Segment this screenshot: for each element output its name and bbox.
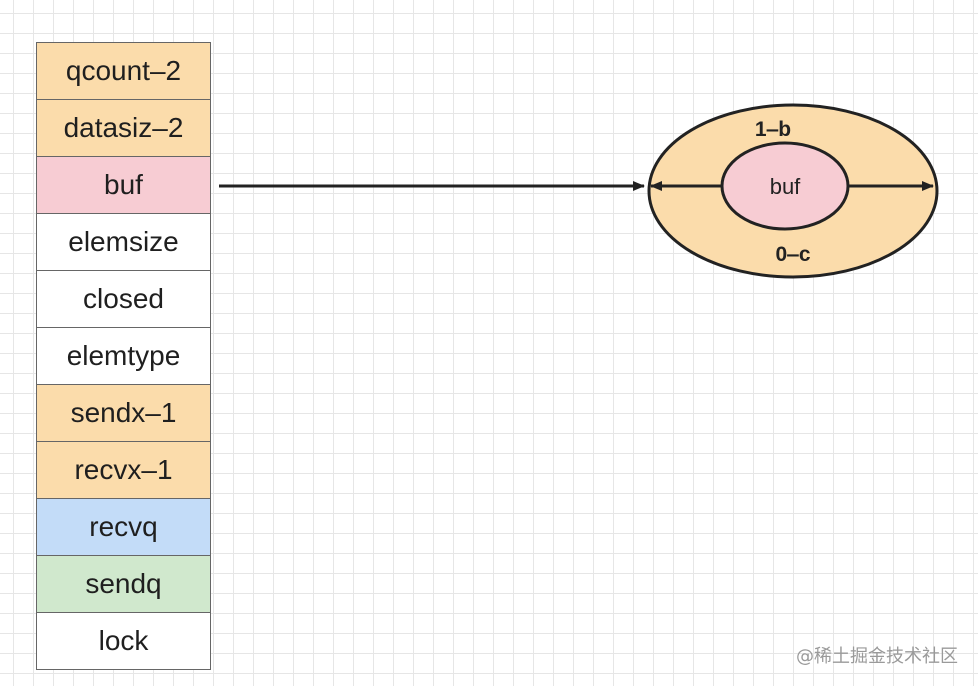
struct-field-3: elemsize: [36, 214, 211, 271]
struct-field-4: closed: [36, 271, 211, 328]
struct-field-10: lock: [36, 613, 211, 670]
struct-field-7: recvx‒1: [36, 442, 211, 499]
struct-field-5: elemtype: [36, 328, 211, 385]
struct-field-9: sendq: [36, 556, 211, 613]
ring-buffer-inner-ellipse: [720, 141, 850, 231]
ring-bottom-label: 0‒c: [775, 243, 810, 266]
watermark: @稀土掘金技术社区: [796, 646, 958, 667]
ring-center-label: buf: [770, 174, 801, 199]
struct-field-6: sendx‒1: [36, 385, 211, 442]
struct-field-8: recvq: [36, 499, 211, 556]
struct-field-2: buf: [36, 157, 211, 214]
ring-top-label: 1‒b: [755, 118, 791, 141]
struct-field-0: qcount‒2: [36, 43, 211, 100]
struct-field-1: datasiz‒2: [36, 100, 211, 157]
